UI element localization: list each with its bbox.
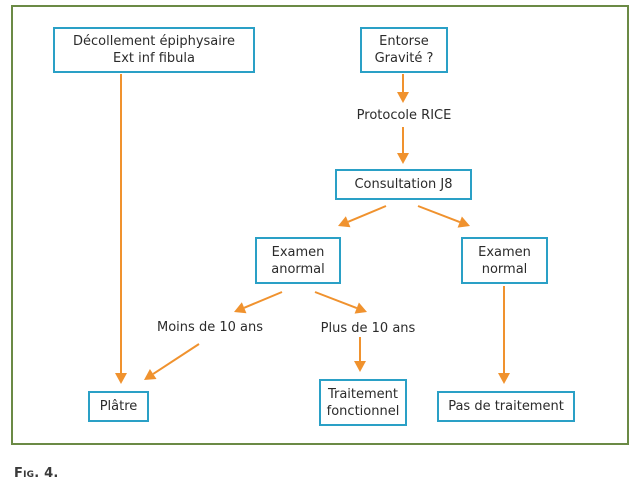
arrowhead-protocole_rice-to-consultation — [397, 153, 409, 164]
arrow-consultation-to-examen_normal — [417, 205, 461, 223]
label-plus-10-ans: Plus de 10 ans — [320, 321, 416, 336]
arrowhead-consultation-to-examen_anormal — [338, 216, 351, 228]
arrow-consultation-to-examen_anormal — [347, 205, 387, 223]
node-entorse: Entorse Gravité ? — [360, 27, 448, 73]
arrowhead-moins_10_ans-to-platre — [144, 368, 157, 380]
node-pas-de-traitement: Pas de traitement — [437, 391, 575, 422]
node-examen-normal: Examen normal — [461, 237, 548, 284]
diagram-frame — [11, 5, 629, 445]
arrowhead-examen_anormal-to-moins_10_ans — [234, 302, 247, 314]
arrowhead-examen_normal-to-pas_de_traitement — [498, 373, 510, 384]
arrowhead-entorse-to-protocole_rice — [397, 92, 409, 103]
node-traitement-fonctionnel: Traitement fonctionnel — [319, 379, 407, 426]
arrow-examen_anormal-to-moins_10_ans — [243, 291, 283, 309]
arrowhead-decollement-to-platre — [115, 373, 127, 384]
arrowhead-consultation-to-examen_normal — [457, 216, 470, 228]
arrow-moins_10_ans-to-platre — [152, 343, 200, 375]
arrowhead-plus_10_ans-to-traitement_fonctionnel — [354, 361, 366, 372]
label-protocole-rice: Protocole RICE — [356, 108, 452, 123]
node-decollement: Décollement épiphysaire Ext inf fibula — [53, 27, 255, 73]
label-moins-10-ans: Moins de 10 ans — [157, 320, 263, 335]
arrowhead-examen_anormal-to-plus_10_ans — [354, 302, 367, 314]
arrow-examen_anormal-to-plus_10_ans — [314, 291, 358, 309]
node-examen-anormal: Examen anormal — [255, 237, 341, 284]
figure-caption: Fig. 4. — [14, 466, 59, 481]
node-consultation: Consultation J8 — [335, 169, 472, 200]
node-platre: Plâtre — [88, 391, 149, 422]
